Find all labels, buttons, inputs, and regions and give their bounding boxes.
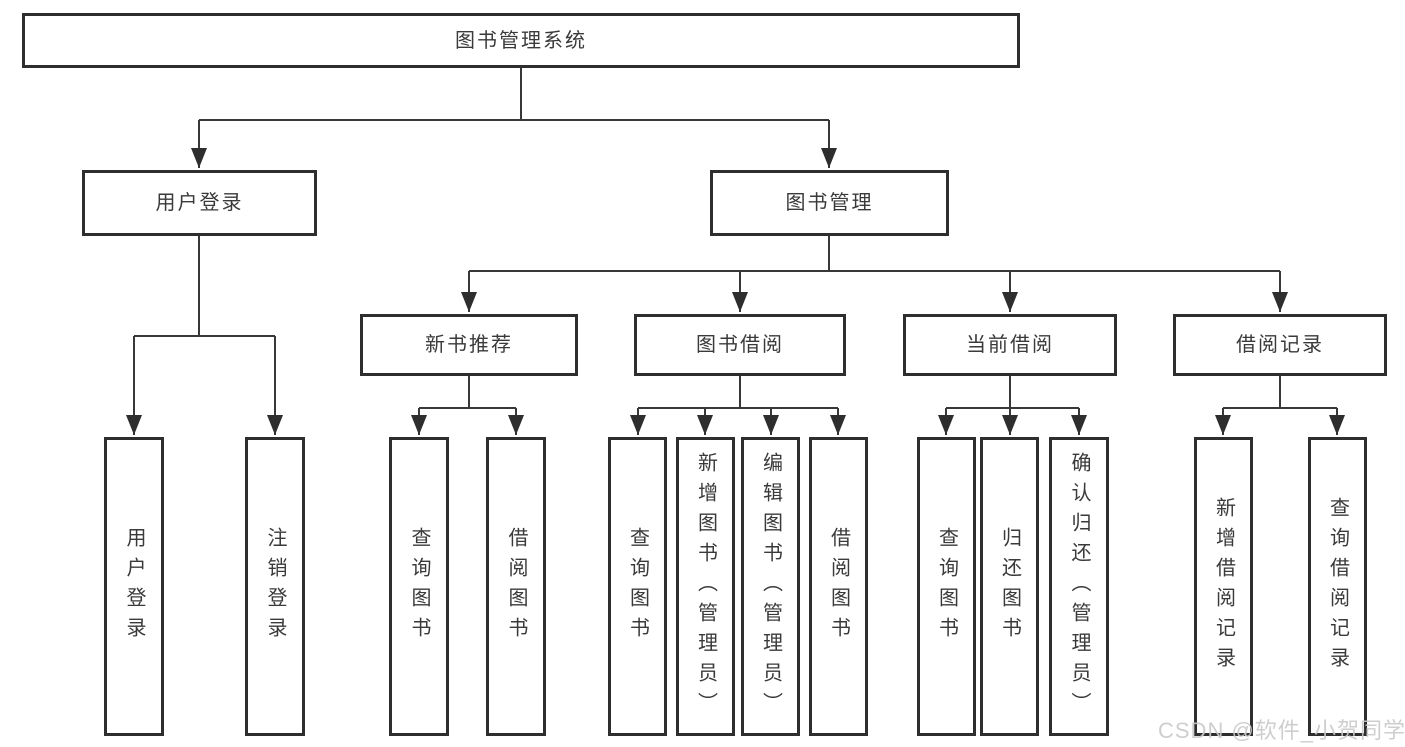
leaf-recommend-borrow-book: 借阅图书 (486, 437, 546, 736)
node-book-borrow: 图书借阅 (634, 314, 846, 376)
leaf-user-login: 用户登录 (104, 437, 164, 736)
leaf-record-query: 查询借阅记录 (1308, 437, 1367, 736)
node-user-login: 用户登录 (82, 170, 317, 236)
leaf-recommend-query-book: 查询图书 (389, 437, 449, 736)
leaf-current-query-book: 查询图书 (917, 437, 976, 736)
node-root: 图书管理系统 (22, 13, 1020, 68)
leaf-current-return-book: 归还图书 (980, 437, 1039, 736)
leaf-borrow-edit-book-admin: 编辑图书（管理员） (741, 437, 800, 736)
watermark: CSDN @软件_小贺同学 (1158, 718, 1405, 743)
node-book-management: 图书管理 (710, 170, 949, 236)
leaf-borrow-borrow-book: 借阅图书 (809, 437, 868, 736)
leaf-borrow-query-book: 查询图书 (608, 437, 667, 736)
leaf-current-confirm-return-admin: 确认归还（管理员） (1049, 437, 1109, 736)
leaf-logout: 注销登录 (245, 437, 305, 736)
node-current-borrow: 当前借阅 (903, 314, 1117, 376)
leaf-borrow-add-book-admin: 新增图书（管理员） (676, 437, 735, 736)
leaf-record-add: 新增借阅记录 (1194, 437, 1253, 736)
node-new-book-recommend: 新书推荐 (360, 314, 578, 376)
node-borrow-record: 借阅记录 (1173, 314, 1387, 376)
